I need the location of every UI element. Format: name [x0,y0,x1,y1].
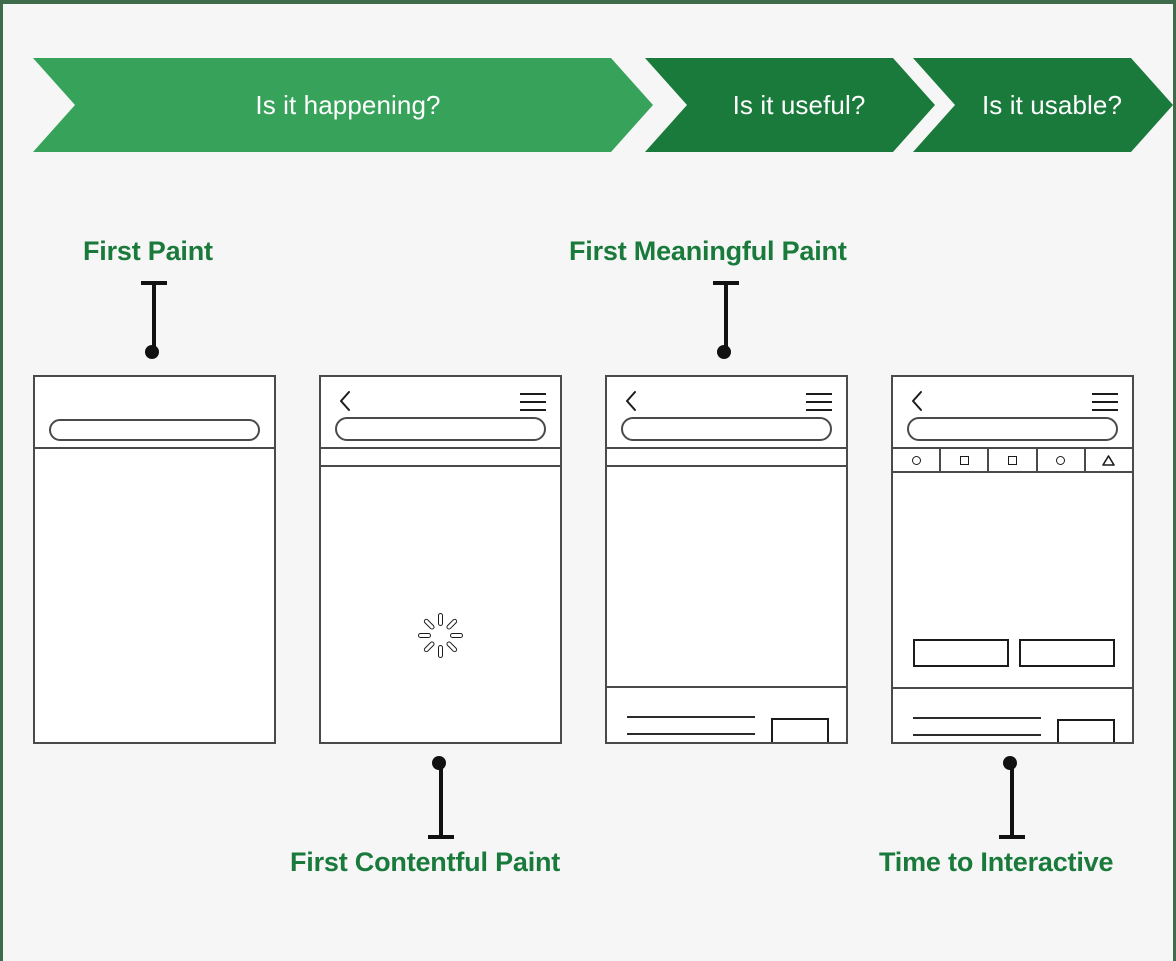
text-line [627,733,755,735]
app-toolbar [893,449,1132,473]
thumbnail-placeholder [771,718,829,742]
stage-banner: Is it happening? Is it useful? Is it usa… [33,58,1173,152]
toolbar-item-2[interactable] [941,449,990,471]
action-button-row [913,639,1115,667]
chevron-left-icon[interactable] [337,389,353,413]
hamburger-menu-icon[interactable] [520,393,546,411]
menu-line [520,393,546,395]
toolbar-item-5[interactable] [1086,449,1132,471]
thumbnail-placeholder [1057,719,1115,742]
phone-mockup-first-meaningful-paint [605,375,848,744]
phone-mockup-time-to-interactive [891,375,1134,744]
pointer-cap [428,835,454,839]
toolbar-item-1[interactable] [893,449,942,471]
spinner-dash [418,632,431,638]
pointer-first-paint [141,281,167,359]
pointer-dot [145,345,159,359]
phone-mockup-first-contentful-paint [319,375,562,744]
stage-is-it-happening[interactable]: Is it happening? [33,58,653,152]
browser-header [321,377,560,449]
triangle-icon [1102,454,1116,466]
hamburger-menu-icon[interactable] [1092,393,1118,411]
stage-label: Is it happening? [255,89,441,120]
menu-line [806,393,832,395]
metric-label-first-meaningful-paint: First Meaningful Paint [569,236,847,266]
text-line [627,716,755,718]
spinner-dash [422,639,436,653]
menu-line [1092,393,1118,395]
pointer-time-to-interactive [999,756,1025,839]
metric-label-first-paint: First Paint [83,236,213,266]
content-section [893,639,1132,742]
menu-line [520,409,546,411]
text-line [913,717,1041,719]
menu-line [806,401,832,403]
spinner-dash [438,644,443,658]
browser-header [893,377,1132,449]
pointer-stem [724,284,728,349]
metric-label-first-contentful-paint: First Contentful Paint [290,847,561,877]
loading-spinner-icon [417,611,465,659]
action-button-left[interactable] [913,639,1009,667]
stage-is-it-useful[interactable]: Is it useful? [645,58,935,152]
metric-label-time-to-interactive: Time to Interactive [879,847,1114,877]
pointer-cap [999,835,1025,839]
toolbar-item-3[interactable] [989,449,1038,471]
content-section [607,686,846,742]
circle-icon [1056,455,1066,465]
pointer-first-contentful-paint [428,756,454,839]
spinner-dash [438,612,443,626]
stage-label: Is it usable? [981,89,1123,120]
menu-line [520,401,546,403]
square-icon [1008,455,1017,465]
menu-line [1092,409,1118,411]
chevron-left-icon[interactable] [909,389,925,413]
square-icon [959,455,969,465]
spinner-dash [445,617,459,631]
spinner-dash [450,632,463,638]
circle-icon [911,455,921,465]
action-button-right[interactable] [1019,639,1115,667]
tab-strip [321,449,560,467]
spinner-dash [422,617,436,631]
url-bar[interactable] [335,417,546,441]
text-placeholder-lines [913,717,1041,742]
pointer-first-meaningful-paint [713,281,739,359]
pointer-stem [152,284,156,349]
pointer-cap [713,281,739,285]
browser-header [607,377,846,449]
url-bar[interactable] [621,417,832,441]
text-placeholder-lines [627,716,755,742]
pointer-dot [717,345,731,359]
url-bar[interactable] [907,417,1118,441]
spinner-dash [445,639,459,653]
browser-header [35,377,274,449]
hamburger-menu-icon[interactable] [806,393,832,411]
toolbar-item-4[interactable] [1038,449,1086,471]
url-bar[interactable] [49,419,260,441]
stage-label: Is it useful? [732,89,866,120]
menu-line [1092,401,1118,403]
text-line [913,734,1041,736]
menu-line [806,409,832,411]
tab-strip [607,449,846,467]
pointer-cap [141,281,167,285]
stage-is-it-usable[interactable]: Is it usable? [913,58,1173,152]
pointer-stem [1010,766,1014,836]
pointer-stem [439,766,443,836]
chevron-left-icon[interactable] [623,389,639,413]
phone-mockup-first-paint [33,375,276,744]
